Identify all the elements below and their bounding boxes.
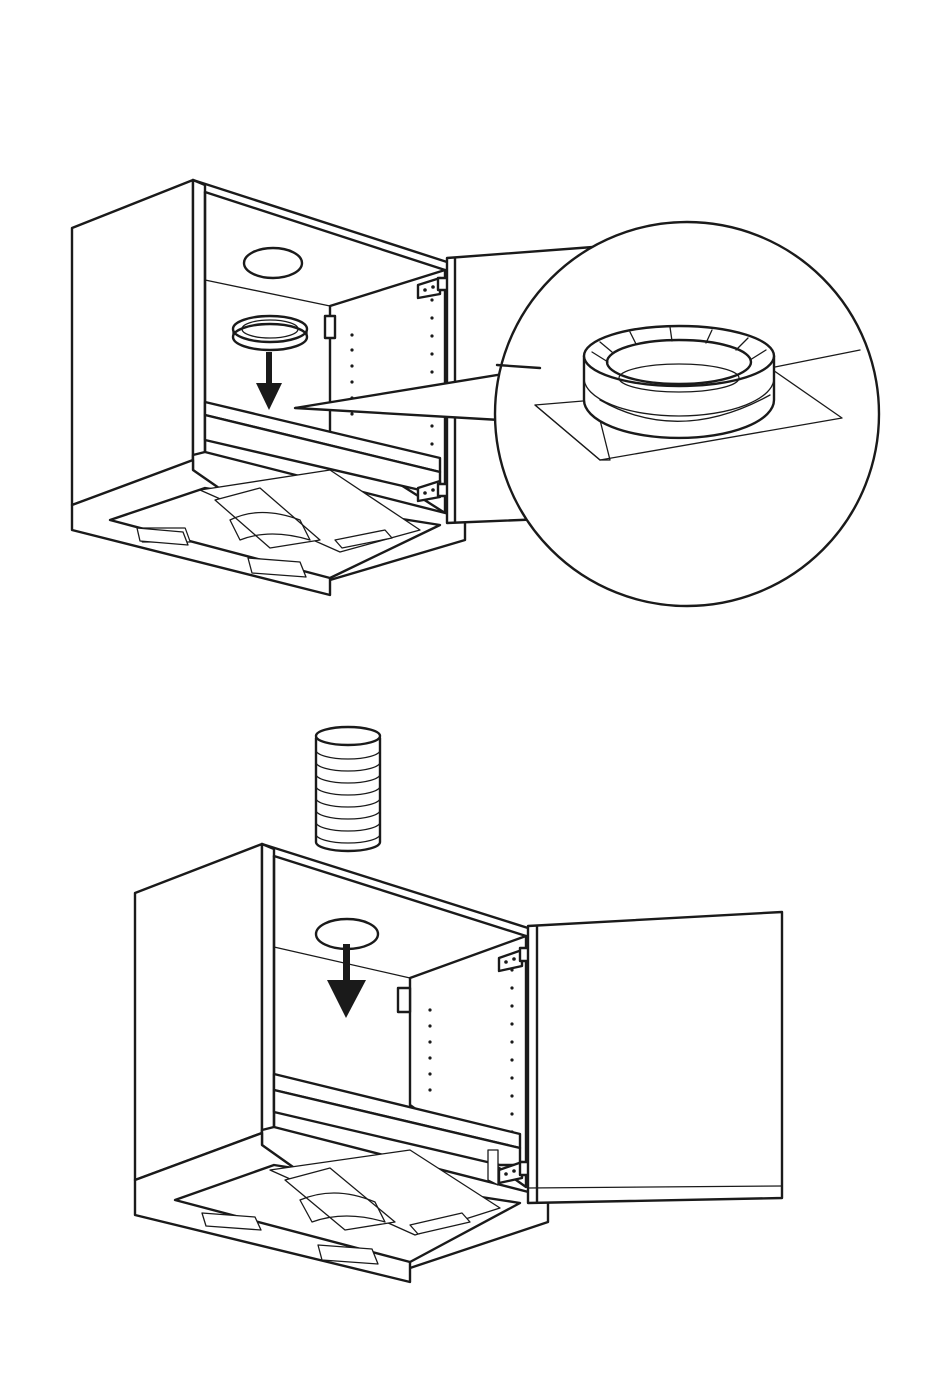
connector-ring <box>233 316 307 350</box>
flexible-duct <box>316 727 380 851</box>
door <box>528 912 782 1203</box>
magnified-connector-ring <box>584 326 774 438</box>
down-arrow-icon <box>256 352 282 410</box>
step-2-illustration <box>135 727 782 1282</box>
shelf-support-clip <box>325 316 335 338</box>
shelf-support-clip <box>398 988 410 1012</box>
down-arrow-icon <box>327 944 366 1018</box>
duct-hole <box>244 248 302 278</box>
step-1-illustration <box>72 180 879 606</box>
